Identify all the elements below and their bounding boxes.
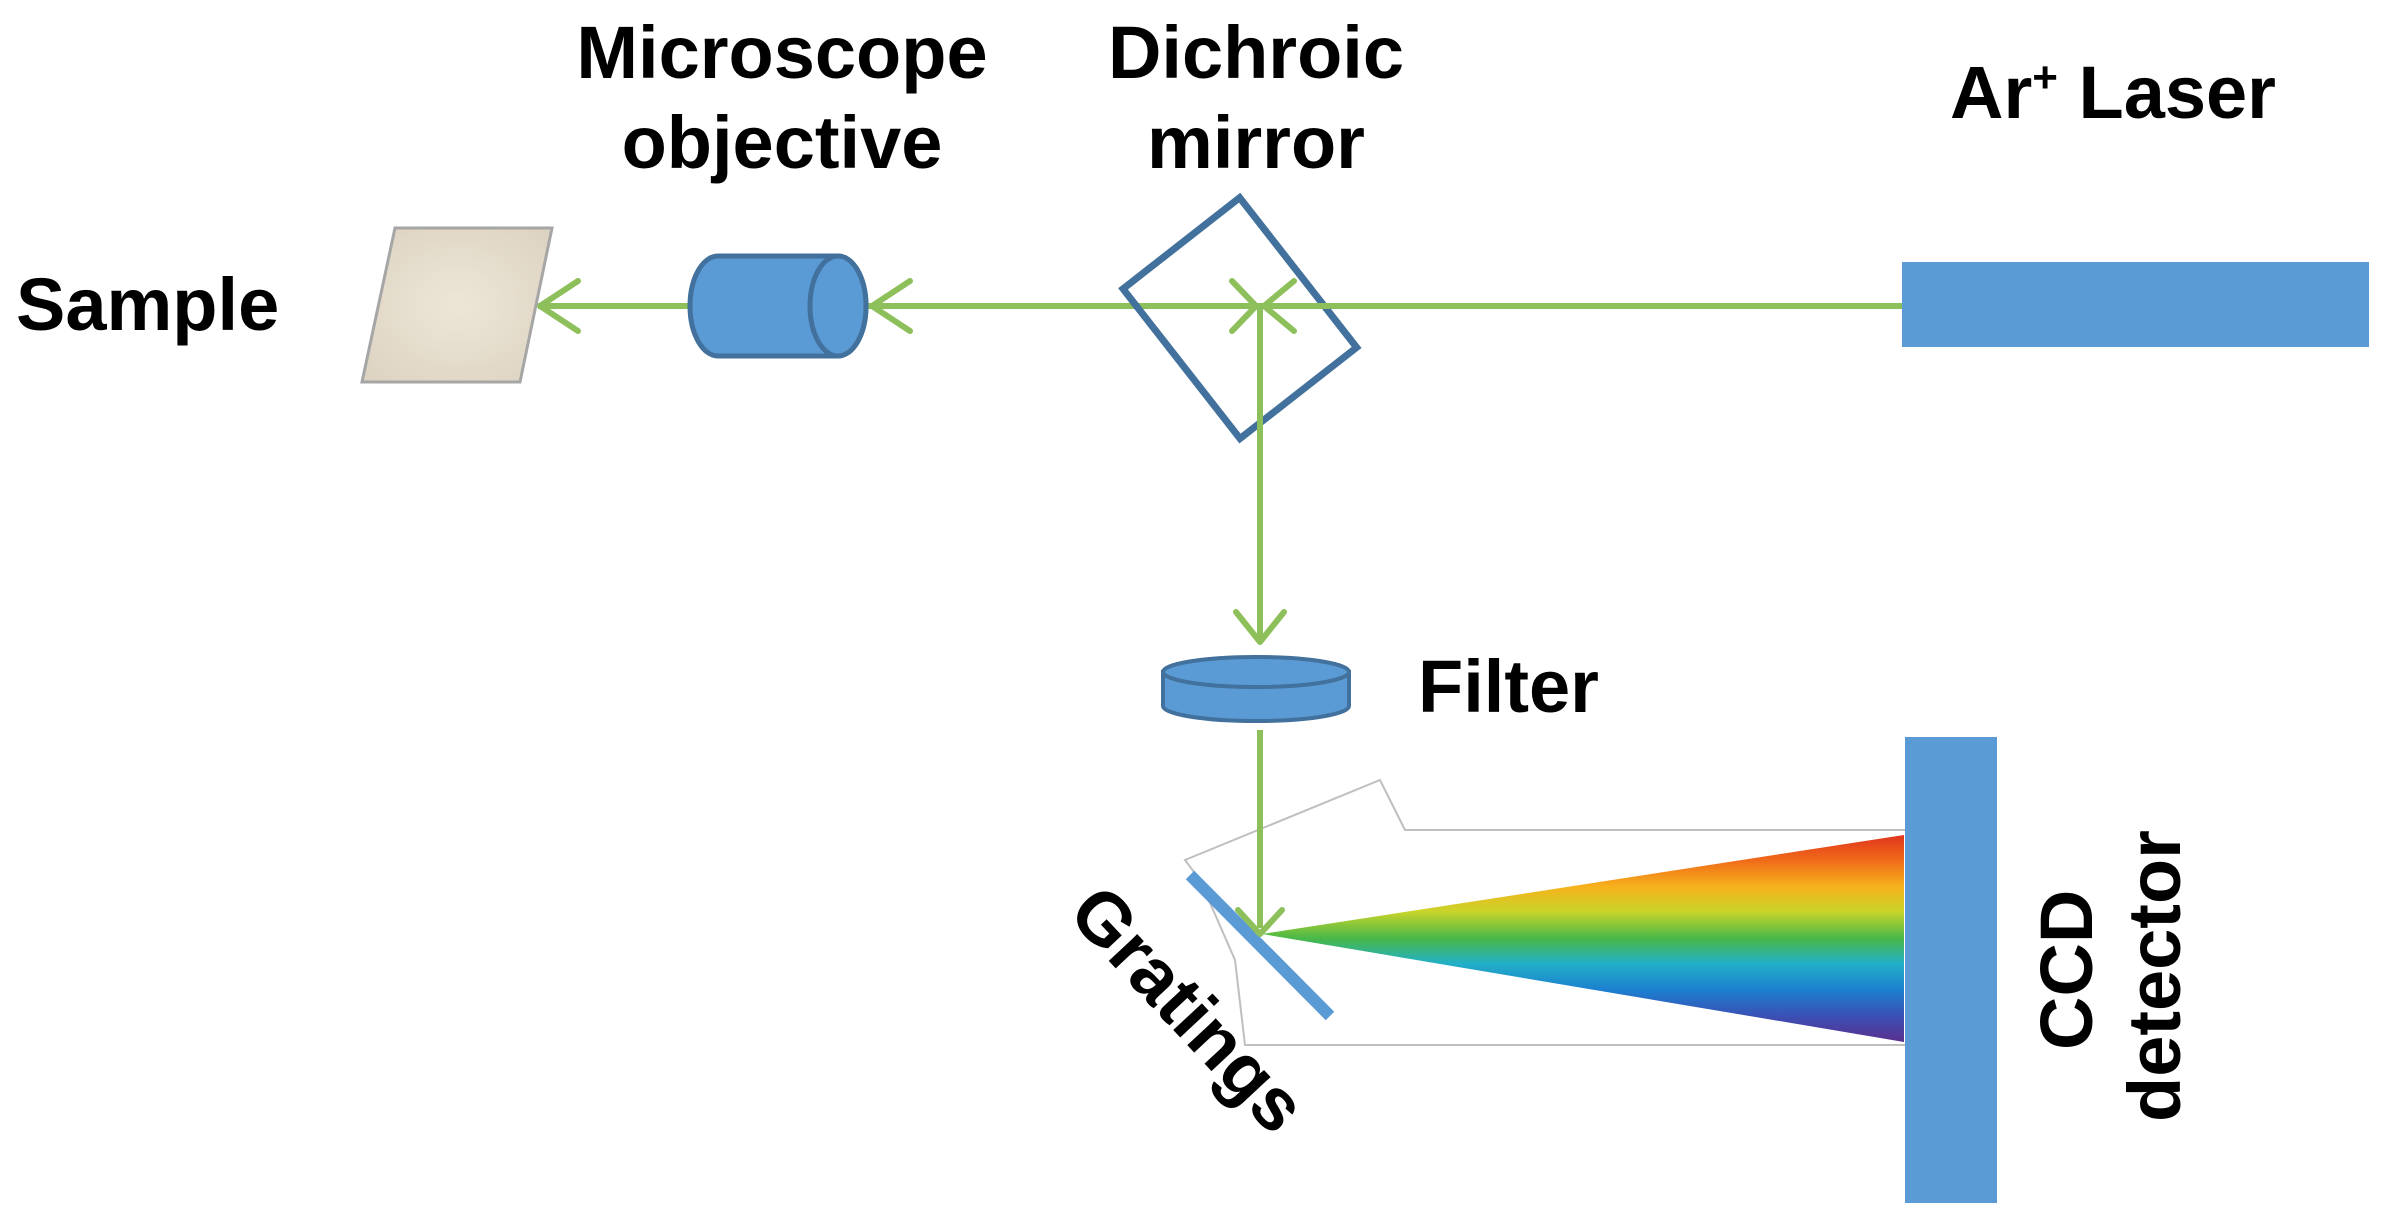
objective-lens-face bbox=[807, 253, 869, 359]
dichroic-mirror bbox=[1118, 192, 1362, 444]
laser-label: Ar+ Laser bbox=[1950, 51, 2276, 134]
ccd-label-line2: detector bbox=[2113, 830, 2196, 1122]
diffraction-grating bbox=[1185, 870, 1335, 1021]
dichroic-label-line1: Dichroic bbox=[1108, 11, 1404, 94]
arrowhead-to-grating bbox=[1235, 907, 1285, 937]
sample-shape bbox=[360, 226, 554, 384]
objective-label-line2: objective bbox=[622, 101, 943, 184]
dispersed-spectrum bbox=[1262, 835, 1904, 1042]
ccd-detector bbox=[1905, 737, 1997, 1203]
filter-label: Filter bbox=[1418, 645, 1599, 728]
laser-label-main: Ar bbox=[1950, 51, 2032, 134]
arrowhead-to-filter bbox=[1233, 609, 1287, 645]
beam-arrowheads bbox=[537, 278, 1297, 937]
microscope-objective bbox=[687, 253, 869, 359]
arrowhead-mirror-left bbox=[1229, 278, 1259, 334]
ar-laser bbox=[1902, 262, 2369, 347]
arrowhead-to-objective bbox=[869, 278, 913, 334]
dichroic-label-line2: mirror bbox=[1147, 101, 1365, 184]
filter-top bbox=[1161, 655, 1351, 689]
ccd-label-line1: CCD bbox=[2025, 890, 2108, 1050]
sample-label: Sample bbox=[16, 263, 279, 346]
objective-label-line1: Microscope bbox=[576, 11, 987, 94]
laser-label-suffix: Laser bbox=[2058, 51, 2276, 134]
filter bbox=[1161, 655, 1351, 723]
arrowhead-mirror-right bbox=[1261, 278, 1297, 334]
laser-label-superscript: + bbox=[2032, 53, 2058, 102]
arrowhead-to-sample bbox=[537, 278, 581, 334]
